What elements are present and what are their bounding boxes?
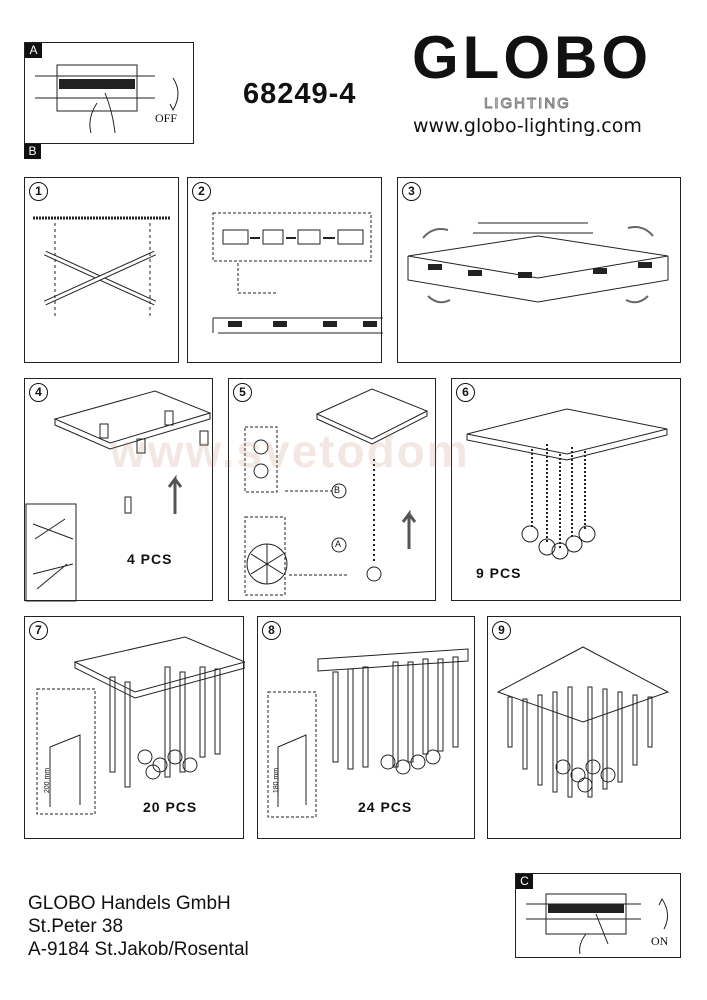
step-5-panel: 5 B A bbox=[228, 378, 436, 601]
callout-a: A bbox=[335, 539, 342, 549]
label-a: A bbox=[25, 43, 42, 58]
step-number: 5 bbox=[233, 383, 252, 402]
street: St.Peter 38 bbox=[28, 916, 124, 937]
step-1-panel: 1 bbox=[24, 177, 179, 363]
quantity-label: 20 PCS bbox=[143, 799, 198, 815]
label-b: B bbox=[24, 144, 41, 159]
step-number: 1 bbox=[29, 182, 48, 201]
website-link[interactable]: www.globo-lighting.com bbox=[413, 115, 642, 137]
city: A-9184 St.Jakob/Rosental bbox=[28, 939, 249, 960]
step-3-panel: 3 bbox=[397, 177, 681, 363]
callout-b: B bbox=[334, 485, 341, 495]
step-number: 3 bbox=[402, 182, 421, 201]
crystal-rods-illustration bbox=[267, 648, 469, 818]
watermark: www.svetodom bbox=[110, 425, 470, 477]
step-number: 8 bbox=[262, 621, 281, 640]
rod-length-label: 200 mm bbox=[44, 767, 52, 794]
quantity-label: 4 PCS bbox=[127, 551, 173, 567]
on-text: ON bbox=[651, 934, 669, 948]
breaker-panel-icon bbox=[526, 893, 668, 955]
step-9-panel: 9 bbox=[487, 616, 681, 839]
wiring-connection-illustration bbox=[212, 212, 383, 334]
step-number: 2 bbox=[192, 182, 211, 201]
company-name: GLOBO Handels GmbH bbox=[28, 893, 231, 914]
brand-logo-sub: LIGHTING bbox=[484, 95, 571, 112]
step-number: 6 bbox=[456, 383, 475, 402]
crystal-chain-illustration bbox=[244, 388, 429, 596]
switch-off-box: A OFF bbox=[24, 42, 194, 144]
step-2-panel: 2 bbox=[187, 177, 383, 363]
brand-logo: GLOBO bbox=[412, 24, 652, 91]
model-number: 68249-4 bbox=[243, 78, 357, 110]
step-number: 9 bbox=[492, 621, 511, 640]
frame-mounting-illustration bbox=[407, 222, 669, 304]
quantity-label: 9 PCS bbox=[476, 565, 522, 581]
bulb-insertion-illustration bbox=[25, 390, 212, 602]
crystal-strands-illustration bbox=[466, 408, 668, 560]
step-number: 7 bbox=[29, 621, 48, 640]
switch-on-box: C ON bbox=[515, 873, 681, 958]
label-c: C bbox=[516, 874, 533, 889]
mounting-bracket-illustration bbox=[33, 216, 170, 318]
step-6-panel: 6 9 PCS bbox=[451, 378, 681, 601]
step-7-panel: 7 200 mm 20 PCS bbox=[24, 616, 245, 839]
step-number: 4 bbox=[29, 383, 48, 402]
finished-chandelier-illustration bbox=[496, 646, 670, 798]
crystal-rods-illustration bbox=[36, 636, 245, 815]
step-8-panel: 8 180 mm 24 PCS bbox=[257, 616, 475, 839]
off-text: OFF bbox=[155, 111, 178, 125]
quantity-label: 24 PCS bbox=[358, 799, 413, 815]
breaker-panel-icon bbox=[35, 64, 179, 134]
rod-length-label: 180 mm bbox=[273, 767, 281, 794]
company-address: GLOBO Handels GmbH St.Peter 38 A-9184 St… bbox=[28, 892, 249, 961]
step-4-panel: 4 4 PCS bbox=[24, 378, 213, 602]
